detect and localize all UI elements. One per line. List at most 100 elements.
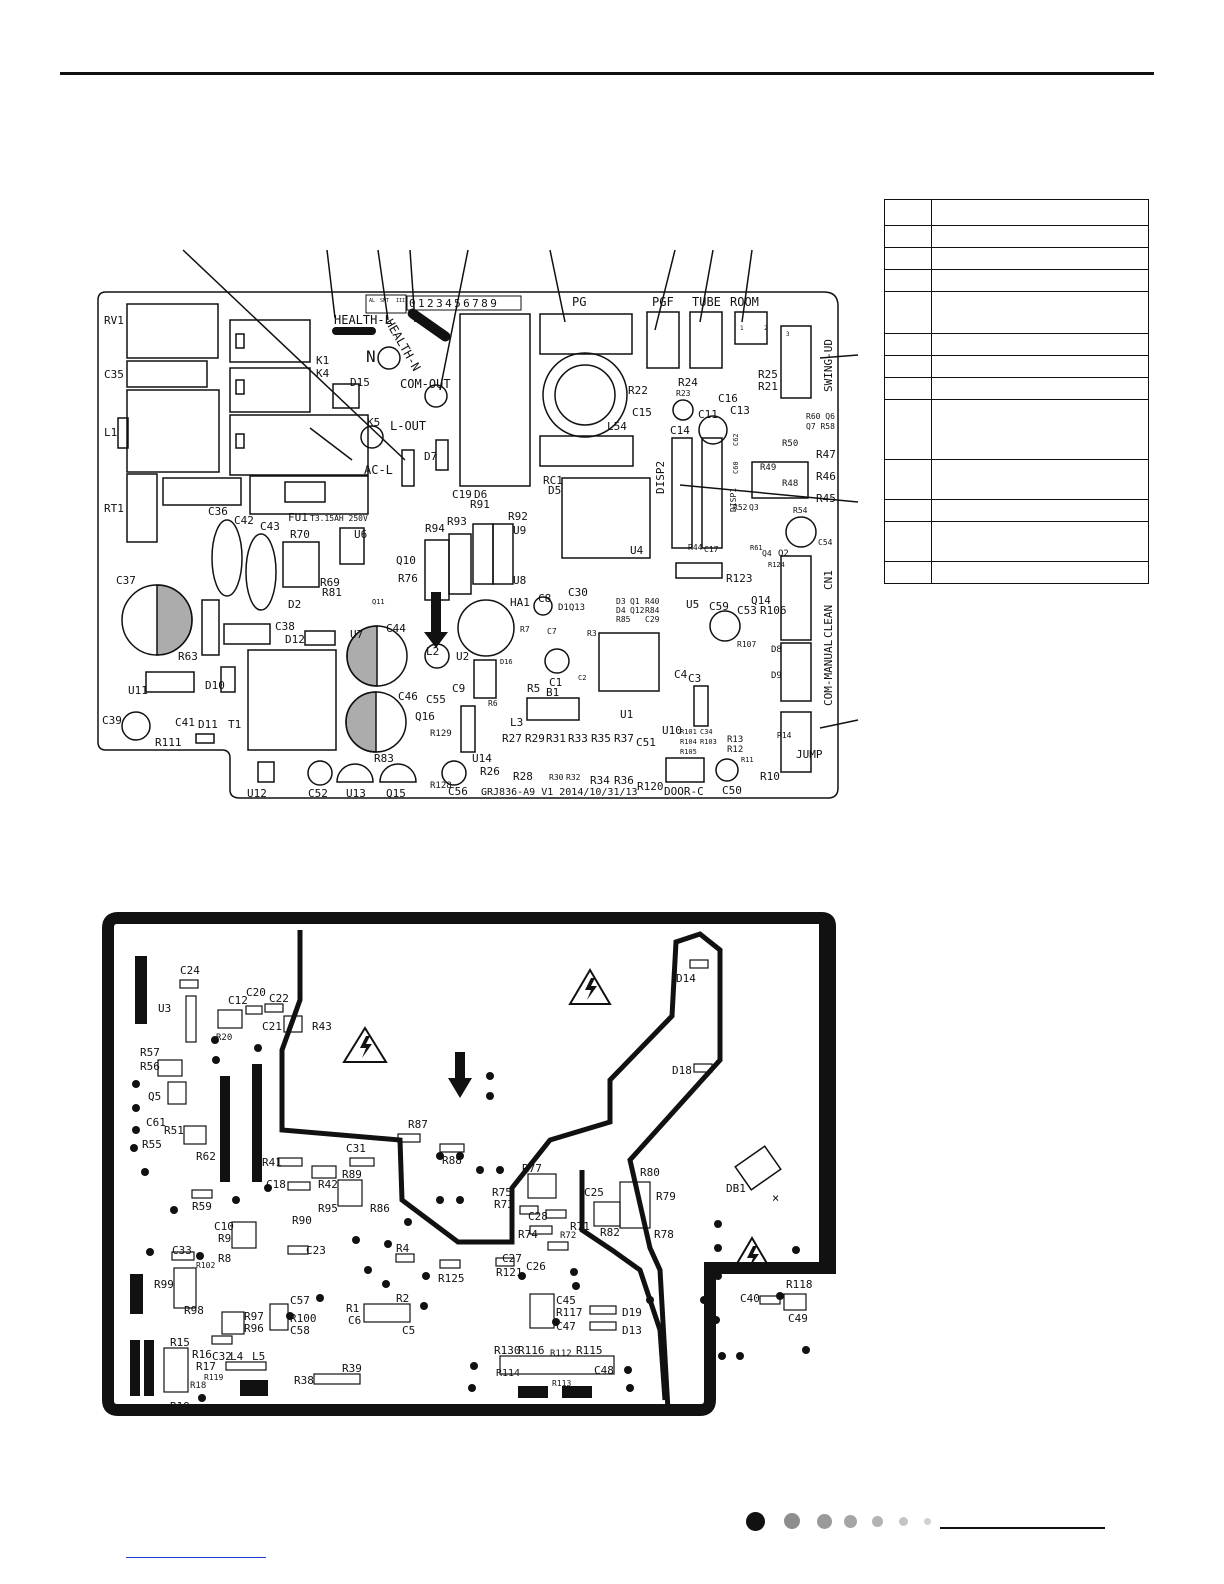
label-r104: R104 [680,738,697,746]
label-r112: R112 [550,1349,572,1359]
label-ha1: HA1 [510,596,530,609]
leader-line [679,484,859,503]
leader-line [741,249,753,323]
label-clean: CLEAN [822,605,835,638]
label-d16: D16 [500,658,513,666]
label-l-out: L-OUT [390,419,426,433]
label-d12: D12 [285,633,305,646]
label-q12: Q12 [630,606,645,615]
label-door-c: DOOR-C [664,785,704,798]
label-r77: R77 [522,1162,542,1175]
label-c38: C38 [275,620,295,633]
legend-row [884,355,1149,378]
label-c13: C13 [730,404,750,417]
label-d18: D18 [672,1064,692,1077]
label-l5: L5 [252,1350,265,1363]
footer-link-underline[interactable] [126,1557,266,1558]
page-dots [746,1511,936,1533]
label-r91: R91 [470,498,490,511]
label-d10: D10 [205,679,225,692]
label-d5: D5 [548,484,561,497]
label-c1: C1 [549,676,562,689]
label-u10: U10 [662,724,682,737]
label-c47: C47 [556,1320,576,1333]
label-cn1: CN1 [822,570,835,590]
label-r60q6: R60 Q6 [806,412,835,421]
label-health-n: HEALTH-N [382,317,423,374]
label-r117: R117 [556,1306,583,1319]
label-r25: R25 [758,368,778,381]
label-c61: C61 [146,1116,166,1129]
label-r30: R30 [549,773,564,782]
label-fu1: FU1 [288,511,308,524]
airflow-arrow-bottom [448,1052,472,1098]
label-l3: L3 [510,716,523,729]
label-c18: C18 [266,1178,286,1191]
label-c2: C2 [578,674,586,682]
label-r59: R59 [192,1200,212,1213]
label-r105: R105 [680,748,697,756]
label-q10: Q10 [396,554,416,567]
label-c17: C17 [704,545,719,554]
label-r71: R71 [570,1220,590,1233]
label-r47: R47 [816,448,836,461]
label-u12: U12 [247,787,267,800]
label-c22: C22 [269,992,289,1005]
page-dot [844,1515,857,1528]
label-c44: C44 [386,622,406,635]
label-r42: R42 [318,1178,338,1191]
label-c59: C59 [709,600,729,613]
label-u7: U7 [350,628,363,641]
label-c43: C43 [260,520,280,533]
label-c50: C50 [722,784,742,797]
label-n: N [366,347,376,366]
label-c42: C42 [234,514,254,527]
label-l54: L54 [607,420,627,433]
label-r11: R11 [741,756,754,764]
top-board-diagram: RV1 C35 L1 RT1 C36 C42 C43 FU1 T3.15AH 2… [97,249,859,800]
label-r5: R5 [527,682,540,695]
label-r106: R106 [760,604,787,617]
label-r48: R48 [782,479,798,489]
label-r52: R52 [733,503,748,512]
label-c9: C9 [452,682,465,695]
label-c11: C11 [698,408,718,421]
label-c35: C35 [104,368,124,381]
label-r78: R78 [654,1228,674,1241]
label-r62: R62 [196,1150,216,1163]
label-c39: C39 [102,714,122,727]
label-c3: C3 [688,672,701,685]
label-q11: Q11 [372,598,385,606]
label-c51: C51 [636,736,656,749]
label-d15: D15 [350,376,370,389]
leader-line [326,249,336,319]
label-r44: R44 [688,543,703,552]
label-r95: R95 [318,1202,338,1215]
label-r121: R121 [496,1266,523,1279]
label-com-manual: COM-MANUAL [822,639,835,706]
legend-row [884,499,1149,522]
label-c37: C37 [116,574,136,587]
label-r8: R8 [218,1252,231,1265]
label-l1: L1 [104,426,117,439]
label-q2: Q2 [778,549,789,559]
label-r46: R46 [816,470,836,483]
label-r12: R12 [727,745,743,755]
page-dot [817,1514,832,1529]
label-u9: U9 [513,524,526,537]
label-r79: R79 [656,1190,676,1203]
label-r103: R103 [700,738,717,746]
label-room: ROOM [730,295,759,309]
label-r75: R75 [492,1186,512,1199]
label-c55: C55 [426,693,446,706]
label-r61: R61 [750,544,763,552]
footer-rule [940,1527,1105,1529]
label-r102: R102 [196,1261,215,1270]
label-c23: C23 [306,1244,326,1257]
label-health-l: HEALTH-L [334,313,392,327]
page-dot [899,1517,908,1526]
label-board-id: GRJ836-A9 V1 2014/10/31/13 [481,787,638,798]
label-r38: R38 [294,1374,314,1387]
label-d6: D6 [474,488,487,501]
label-r45: R45 [816,492,836,505]
